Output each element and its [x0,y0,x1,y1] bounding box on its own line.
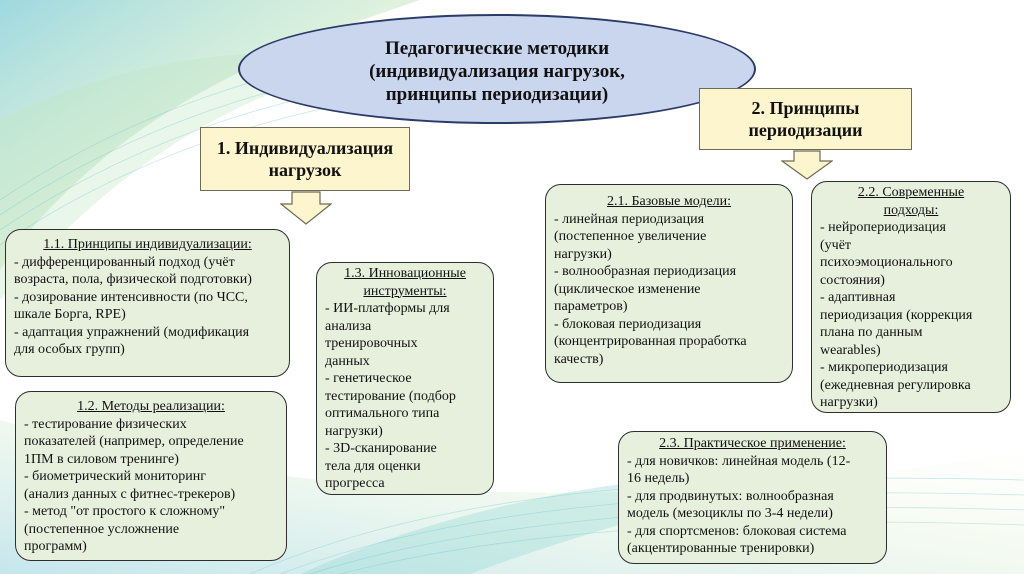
arrow-down-icon [280,191,332,225]
card-title: 1.2. Методы реализации: [77,399,225,414]
card-text: - дифференцированный подход (учёт возрас… [14,254,252,358]
section-2-heading: 2. Принципы периодизации [699,88,912,150]
card-text: - нейропериодизация (учёт психоэмоционал… [820,220,973,410]
card-individualization-principles: 1.1. Принципы индивидуализации: - диффер… [5,229,290,377]
card-practical-application: 2.3. Практическое применение: - для нови… [618,431,887,564]
card-basic-models: 2.1. Базовые модели: - линейная периодиз… [545,184,793,383]
card-text: - ИИ-платформы для анализа тренировочных… [325,301,456,491]
bg-swoosh-left [0,52,380,300]
diagram-title: Педагогические методики (индивидуализаци… [238,14,756,124]
card-text: - для новичков: линейная модель (12- 16 … [627,453,851,557]
section-1-heading: 1. Индивидуализация нагрузок [200,127,410,191]
card-title: 1.3. Инновационные инструменты: [344,266,466,299]
card-text: - линейная периодизация (постепенное уве… [554,211,747,367]
card-implementation-methods: 1.2. Методы реализации: - тестирование ф… [15,391,287,561]
card-title: 1.1. Принципы индивидуализации: [43,237,252,252]
arrow-down-icon [781,150,833,180]
card-innovative-tools: 1.3. Инновационные инструменты: - ИИ-пла… [316,262,494,495]
bg-swoosh-top [0,0,420,270]
card-text: - тестирование физических показателей (н… [24,416,244,555]
card-title: 2.2. Современные подходы: [857,185,965,218]
card-title: 2.1. Базовые модели: [606,194,732,209]
card-modern-approaches: 2.2. Современные подходы: - нейропериоди… [811,181,1011,413]
card-title: 2.3. Практическое применение: [659,436,846,451]
